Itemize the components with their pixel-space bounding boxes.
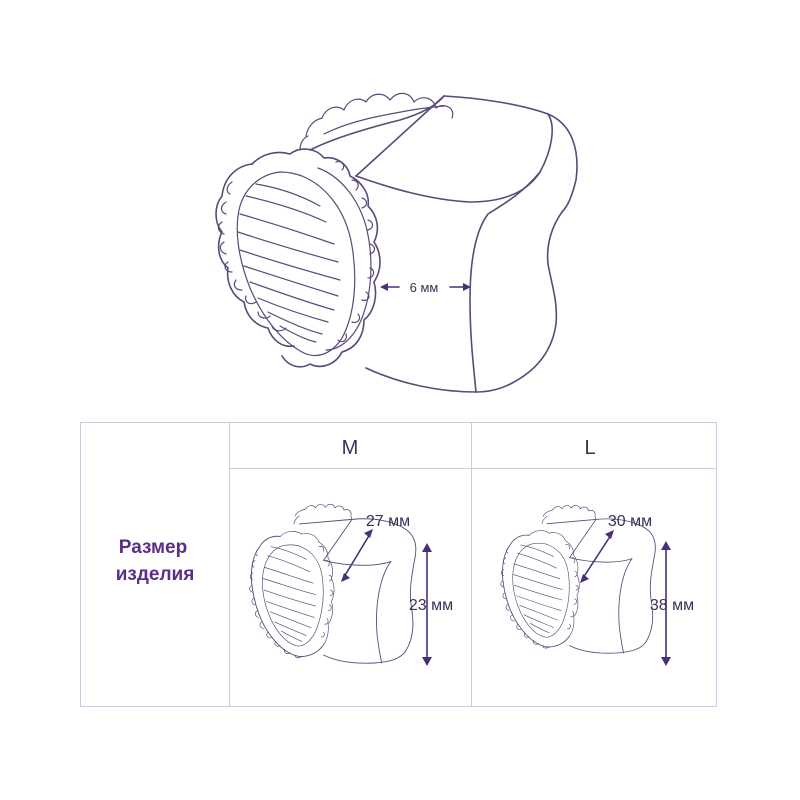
size-l-width-label: 30 мм xyxy=(608,513,652,530)
size-l-cell: 30 мм 38 мм xyxy=(500,504,694,666)
thickness-label: 6 мм xyxy=(410,280,439,295)
size-m-cell: 27 мм 23 мм xyxy=(249,503,453,666)
column-header-m: M xyxy=(342,437,359,459)
size-m-width-dimension: 27 мм xyxy=(341,513,410,582)
column-header-l: L xyxy=(584,437,595,459)
size-m-height-label: 23 мм xyxy=(409,597,453,614)
size-m-height-dimension: 23 мм xyxy=(409,543,453,666)
table-border xyxy=(80,422,717,707)
main-toe-cap-illustration xyxy=(215,92,578,393)
row-label-line-1: Размер xyxy=(119,537,187,558)
thickness-dimension: 6 мм xyxy=(380,280,471,295)
row-label-line-2: изделия xyxy=(116,564,195,585)
size-l-height-label: 38 мм xyxy=(650,597,694,614)
size-l-width-dimension: 30 мм xyxy=(580,513,652,583)
size-m-width-label: 27 мм xyxy=(366,513,410,530)
size-table: M L Размер изделия xyxy=(80,422,717,707)
size-l-height-dimension: 38 мм xyxy=(650,541,694,666)
